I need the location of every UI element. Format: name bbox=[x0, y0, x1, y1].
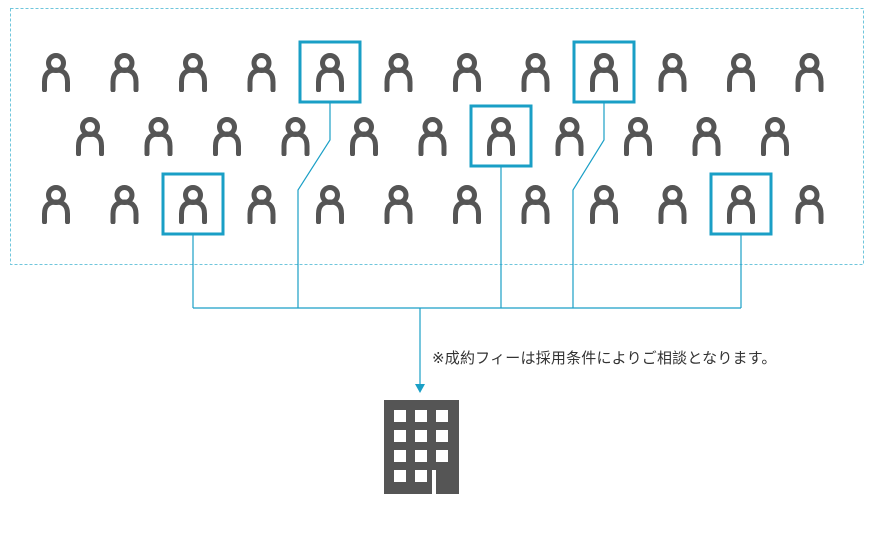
person-icon bbox=[730, 56, 753, 91]
person-icon bbox=[250, 188, 273, 223]
person-icon bbox=[147, 120, 170, 155]
candidate bbox=[524, 56, 547, 91]
person-icon bbox=[182, 188, 205, 223]
person-icon bbox=[627, 120, 650, 155]
candidate bbox=[113, 188, 136, 223]
candidate bbox=[353, 120, 376, 155]
candidate bbox=[798, 56, 821, 91]
person-icon bbox=[490, 120, 513, 155]
selected-candidate bbox=[298, 40, 362, 104]
person-icon bbox=[661, 188, 684, 223]
selected-candidate bbox=[572, 40, 636, 104]
building-door bbox=[432, 470, 436, 494]
person-icon bbox=[113, 188, 136, 223]
selected-candidate bbox=[709, 172, 773, 236]
connector-lines bbox=[192, 102, 742, 393]
person-icon bbox=[319, 56, 342, 91]
candidate bbox=[456, 188, 479, 223]
office-building-icon bbox=[384, 400, 459, 494]
building-window bbox=[415, 430, 427, 442]
person-icon bbox=[79, 120, 102, 155]
selected-candidate bbox=[469, 104, 533, 168]
candidate bbox=[524, 188, 547, 223]
candidate bbox=[421, 120, 444, 155]
connector-line bbox=[297, 102, 331, 308]
selected-candidate bbox=[161, 172, 225, 236]
building-window bbox=[436, 450, 448, 462]
candidate bbox=[661, 56, 684, 91]
building-window bbox=[415, 470, 427, 482]
person-icon bbox=[661, 56, 684, 91]
candidate bbox=[558, 120, 581, 155]
candidate bbox=[113, 56, 136, 91]
building-window bbox=[394, 470, 406, 482]
person-icon bbox=[558, 120, 581, 155]
person-icon bbox=[45, 56, 68, 91]
candidate bbox=[284, 120, 307, 155]
candidate bbox=[661, 188, 684, 223]
person-icon bbox=[798, 56, 821, 91]
person-icon bbox=[456, 56, 479, 91]
candidate bbox=[593, 188, 616, 223]
person-icon bbox=[353, 120, 376, 155]
building-window bbox=[436, 430, 448, 442]
person-icon bbox=[45, 188, 68, 223]
arrow-down-icon bbox=[415, 384, 425, 393]
person-icon bbox=[524, 188, 547, 223]
person-icon bbox=[182, 56, 205, 91]
person-icon bbox=[456, 188, 479, 223]
candidate-pool-frame bbox=[10, 8, 864, 265]
building-window bbox=[436, 410, 448, 422]
fee-note: ※成約フィーは採用条件によりご相談となります。 bbox=[432, 349, 777, 367]
candidate bbox=[764, 120, 787, 155]
person-icon bbox=[421, 120, 444, 155]
building-window bbox=[394, 430, 406, 442]
candidate bbox=[45, 188, 68, 223]
person-icon bbox=[319, 188, 342, 223]
candidate bbox=[250, 188, 273, 223]
person-icon bbox=[593, 188, 616, 223]
person-icon bbox=[113, 56, 136, 91]
candidate bbox=[387, 188, 410, 223]
person-icon bbox=[216, 120, 239, 155]
candidate bbox=[250, 56, 273, 91]
candidate-pool bbox=[45, 40, 822, 236]
person-icon bbox=[798, 188, 821, 223]
candidate bbox=[695, 120, 718, 155]
person-icon bbox=[593, 56, 616, 91]
candidate bbox=[45, 56, 68, 91]
candidate bbox=[387, 56, 410, 91]
candidate bbox=[79, 120, 102, 155]
building-window bbox=[415, 450, 427, 462]
building-window bbox=[394, 410, 406, 422]
candidate bbox=[182, 56, 205, 91]
candidate bbox=[216, 120, 239, 155]
candidate bbox=[798, 188, 821, 223]
candidate bbox=[319, 188, 342, 223]
person-icon bbox=[284, 120, 307, 155]
candidate bbox=[456, 56, 479, 91]
building-window bbox=[394, 450, 406, 462]
candidate bbox=[147, 120, 170, 155]
building-window bbox=[415, 410, 427, 422]
person-icon bbox=[764, 120, 787, 155]
candidate bbox=[627, 120, 650, 155]
person-icon bbox=[730, 188, 753, 223]
person-icon bbox=[250, 56, 273, 91]
person-icon bbox=[387, 56, 410, 91]
person-icon bbox=[524, 56, 547, 91]
candidate bbox=[730, 56, 753, 91]
connector-line bbox=[572, 102, 605, 308]
person-icon bbox=[387, 188, 410, 223]
person-icon bbox=[695, 120, 718, 155]
